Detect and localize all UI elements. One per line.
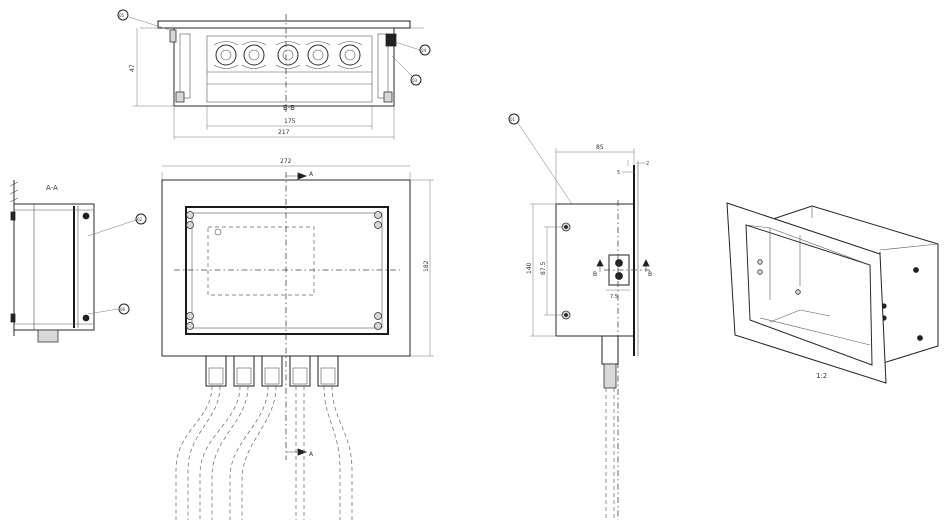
section-aa-view: A-A 02 06 (9, 180, 147, 343)
dim-top-height: 47 (129, 64, 136, 72)
front-cable-glands (205, 355, 339, 387)
dim-side-inner: 87.5 (540, 261, 547, 275)
section-label-aa: A-A (46, 184, 58, 192)
top-flange (157, 20, 411, 29)
side-cable (605, 388, 615, 520)
section-label-bb: B-B (283, 104, 295, 112)
dim-side-small: 7.5 (610, 294, 618, 300)
top-glands (213, 41, 363, 69)
front-cables (175, 385, 353, 520)
section-arrow-a-bottom: A (309, 451, 314, 458)
iso-opening (745, 224, 873, 366)
callout-top-left: 05 (119, 13, 125, 18)
callout-aa-2: 06 (120, 307, 126, 312)
front-view: 272 182 A A (161, 158, 434, 520)
callout-aa-1: 02 (137, 217, 143, 222)
section-arrow-a-top: A (309, 171, 314, 178)
front-cutout (185, 206, 389, 335)
callout-side: 01 (510, 117, 516, 122)
dim-side-height: 140 (526, 262, 533, 274)
dim-side-step: 2 (646, 161, 649, 167)
callout-top-right-1: 04 (421, 48, 427, 53)
dim-top-width-inner: 175 (284, 118, 296, 125)
top-connector (385, 33, 397, 47)
scale-label: 1:2 (816, 372, 827, 380)
dim-side-lip: 5 (617, 170, 620, 176)
side-view: B B 85 2 5 140 87.5 7.5 01 (508, 113, 652, 520)
section-aa-body (13, 203, 95, 331)
callout-top-right-2: 03 (412, 78, 418, 83)
dim-top-width-outer: 217 (278, 129, 290, 136)
front-screws (186, 211, 382, 330)
section-arrow-b-right: B (648, 271, 652, 278)
dim-side-depth: 85 (596, 144, 604, 151)
dim-front-width: 272 (280, 158, 292, 165)
section-arrow-b-left: B (593, 271, 597, 278)
front-flange (161, 179, 411, 357)
top-body (173, 27, 395, 107)
iso-frame (726, 202, 887, 384)
isometric-view: 1:2 (726, 202, 939, 384)
section-aa-gland (37, 329, 59, 343)
top-view: 47 175 217 B-B 05 04 03 (117, 9, 431, 140)
front-display-window (207, 226, 315, 296)
dim-front-height: 182 (423, 260, 430, 272)
